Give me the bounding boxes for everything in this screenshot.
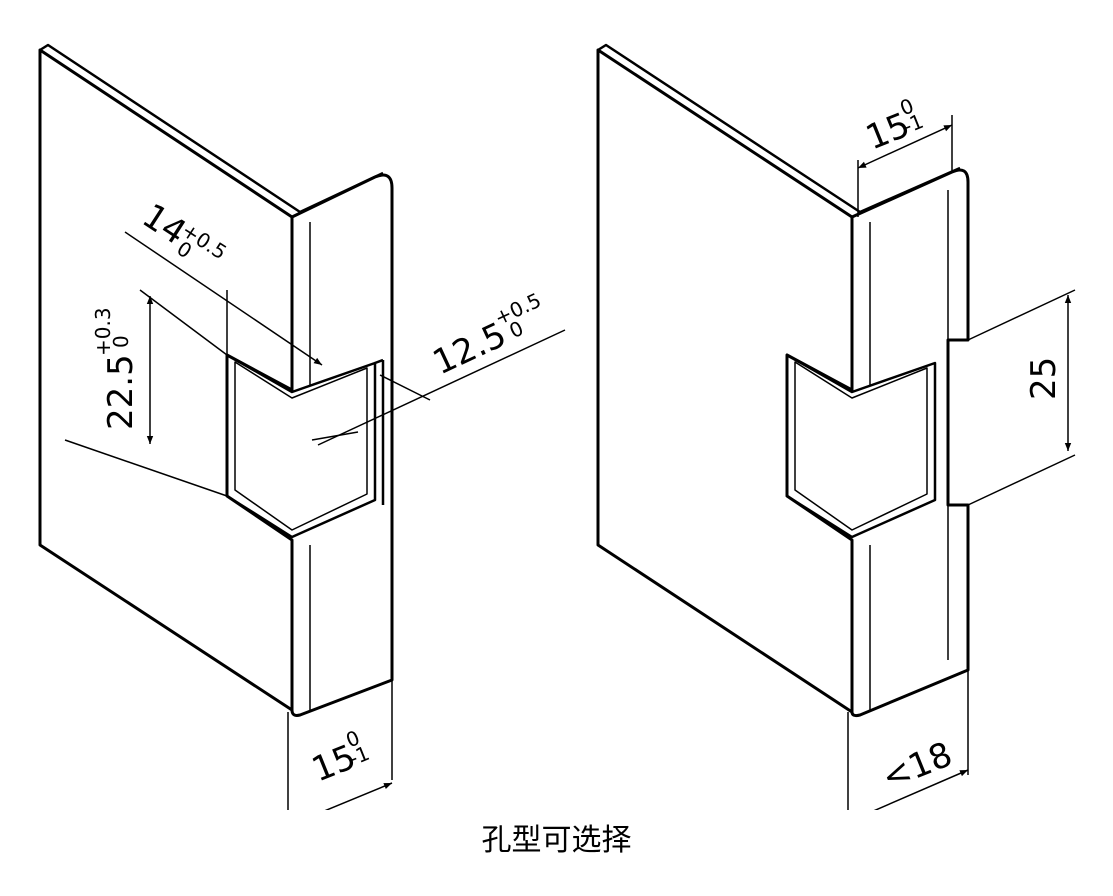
dim-main: 22.5 <box>101 354 141 430</box>
left-dim-notch-offset: 14 +0.5 0 <box>135 196 231 264</box>
left-dim-width: 15 0 -1 <box>306 725 372 790</box>
dim-upper: +0.3 <box>91 307 115 356</box>
left-dim-notch-height: 22.5 +0.3 0 <box>91 307 141 430</box>
left-bracket <box>38 43 394 717</box>
right-dim-width-top: 15 0 -1 <box>860 93 926 158</box>
technical-drawing: 22.5 +0.3 0 14 +0.5 0 12.5 +0.5 0 15 0 -… <box>38 43 1076 810</box>
caption: 孔型可选择 <box>481 823 632 858</box>
right-dim-width-bottom: <18 <box>876 734 958 798</box>
right-dim-slot-height: 25 <box>1024 357 1064 400</box>
dim-lower: 0 <box>505 316 527 343</box>
dim-lower: 0 <box>109 335 133 348</box>
left-dim-notch-depth: 12.5 +0.5 0 <box>427 288 545 383</box>
dim-main: <18 <box>876 734 958 798</box>
left-dimension-lines <box>64 231 566 810</box>
dim-main: 25 <box>1024 357 1064 400</box>
right-bracket <box>596 43 970 718</box>
right-dimension-lines <box>847 115 1076 810</box>
